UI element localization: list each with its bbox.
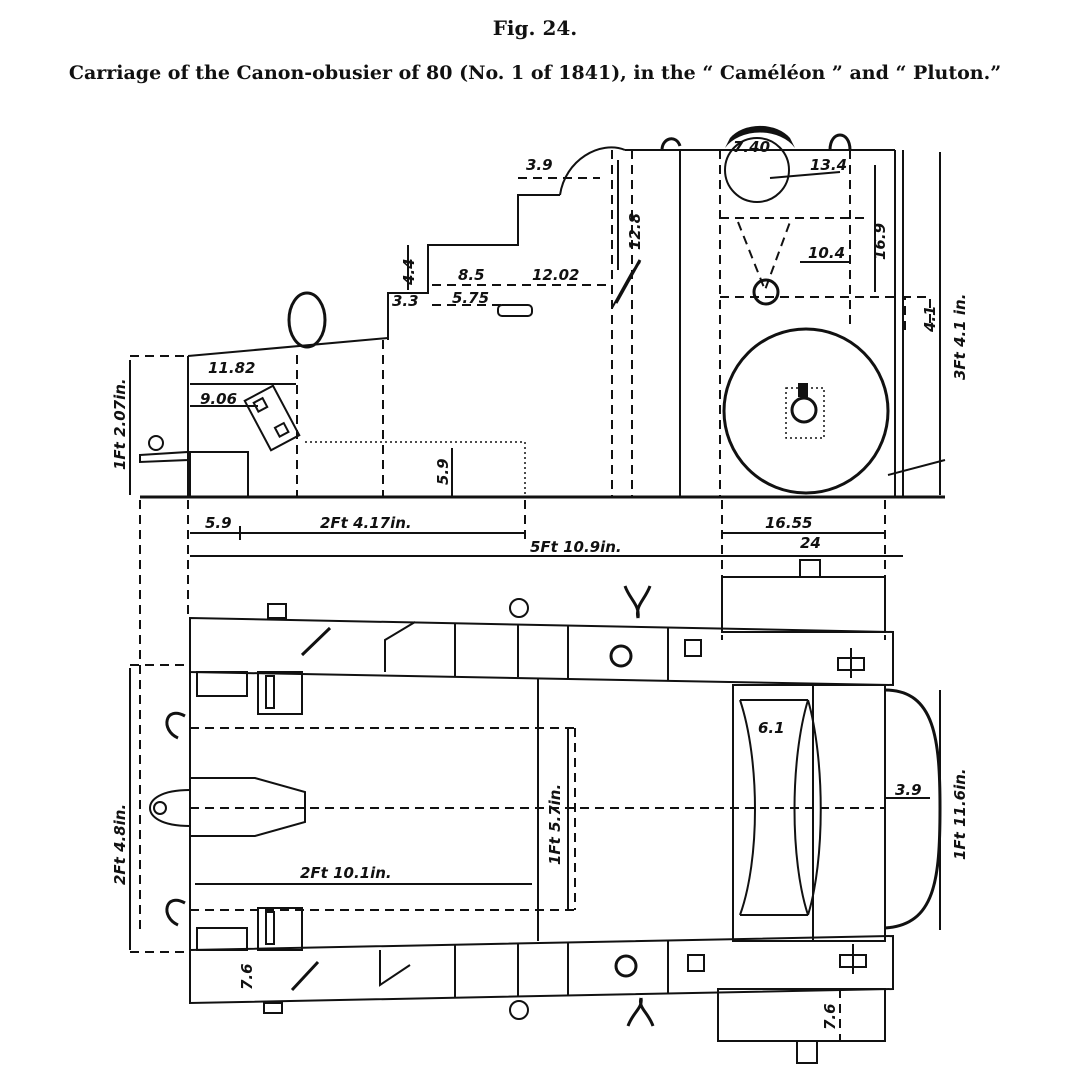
plan-dimension-lines <box>129 664 941 1040</box>
dim-12-02: 12.02 <box>532 266 579 284</box>
dim-1ft11-6: 1Ft 11.6in. <box>951 768 969 860</box>
side-top-circle <box>724 137 790 203</box>
dim-12-8: 12.8 <box>626 213 644 250</box>
plan-bottom-bolt <box>614 954 638 978</box>
side-rear-block <box>189 451 249 498</box>
dim-13-4: 13.4 <box>810 156 847 174</box>
dim-5-9: 5.9 <box>205 514 232 532</box>
dim-5-75: 5.75 <box>452 289 489 307</box>
plan-rear-block-top <box>196 671 248 697</box>
plan-trail-plate <box>189 777 306 837</box>
dim-24: 24 <box>800 534 821 552</box>
side-hub-box <box>785 387 825 439</box>
dim-3ft-11in: 3Ft 4.1 in. <box>951 294 969 380</box>
plan-rear-bracket-top-slot <box>265 675 275 709</box>
side-inclined-plate <box>243 384 301 452</box>
plan-bottom-square <box>687 954 705 972</box>
dimension-labels: 7.40 3.9 13.4 10.4 8.5 12.02 5.75 3.3 11… <box>111 138 969 1030</box>
plan-curve-2 <box>793 699 809 916</box>
plan-bottom-box <box>717 988 886 1042</box>
plan-top-cheek-bevel <box>384 621 416 672</box>
dim-16-55: 16.55 <box>765 514 812 532</box>
plan-top-slot <box>300 626 332 657</box>
plan-bottom-stud <box>263 1002 283 1014</box>
plan-top-ring <box>509 598 529 618</box>
side-cap <box>725 125 795 148</box>
dim-5ft10-9: 5Ft 10.9in. <box>530 538 622 556</box>
side-plate-square-2 <box>273 421 290 438</box>
dim-2ft10-1: 2Ft 10.1in. <box>300 864 392 882</box>
dim-3-3: 3.3 <box>392 292 419 310</box>
plan-rear-bracket-bottom-slot <box>265 911 275 945</box>
side-plate-square-1 <box>252 396 269 413</box>
plan-top-hook <box>623 585 652 619</box>
plan-hook-bottom <box>165 898 186 927</box>
dim-2ft4-17: 2Ft 4.17in. <box>320 514 412 532</box>
side-small-axle <box>752 278 780 306</box>
side-wheel <box>722 327 890 495</box>
dim-6-1: 6.1 <box>758 719 785 737</box>
plan-bottom-ring <box>509 1000 529 1020</box>
plan-front-apron <box>884 688 942 930</box>
plan-bottom-cheek-bevel <box>379 950 411 987</box>
dim-16-9: 16.9 <box>871 223 889 260</box>
side-hub-key <box>798 383 808 397</box>
plan-trail-eye-hole <box>153 801 167 815</box>
side-rear-bolt <box>148 435 164 451</box>
figure-title: Carriage of the Canon-obusier of 80 (No.… <box>68 62 1002 84</box>
side-steps <box>387 194 560 340</box>
plan-bottom-slot <box>290 960 320 992</box>
dim-10-4: 10.4 <box>808 244 845 262</box>
plan-top-box <box>721 576 886 633</box>
side-cap-hook-right <box>828 133 852 151</box>
dim-1ft2-07: 1Ft 2.07in. <box>111 378 129 470</box>
side-dimension-lines <box>129 152 941 497</box>
plan-top-cheek <box>189 616 894 687</box>
plan-view <box>148 559 942 1064</box>
plan-top-stud <box>267 603 287 619</box>
side-top-slope <box>187 337 389 357</box>
dim-11-82: 11.82 <box>208 359 255 377</box>
plan-top-bolt <box>609 644 633 668</box>
plan-top-square <box>684 639 702 657</box>
side-step-curve <box>559 146 626 196</box>
plan-bottom-cheek <box>189 934 894 1005</box>
dim-9-06: 9.06 <box>200 390 237 408</box>
plan-top-dimensions <box>139 500 903 930</box>
plan-hook-top <box>165 711 186 740</box>
plan-bottom-box-tab <box>796 1040 818 1064</box>
side-rear-plate <box>139 450 189 464</box>
side-elevation <box>139 125 946 499</box>
plan-trail-eye <box>148 789 191 827</box>
side-cap-hook-left <box>660 137 682 151</box>
side-hub <box>790 396 818 424</box>
dim-5-9-small: 5.9 <box>434 458 452 485</box>
dim-8-5: 8.5 <box>458 266 485 284</box>
plan-curve-1 <box>739 699 756 916</box>
side-small-fitting <box>497 304 533 317</box>
plan-rear-bracket-bottom <box>257 907 303 951</box>
side-bracket <box>904 296 931 330</box>
plan-curve-3 <box>807 699 822 916</box>
plan-rear-bracket-top <box>257 671 303 715</box>
side-wedge <box>737 221 791 293</box>
plan-rear-block-bottom <box>196 927 248 951</box>
dim-3-9-top: 3.9 <box>526 156 553 174</box>
dim-7-40: 7.40 <box>733 138 770 156</box>
figure-label: Fig. 24. <box>492 16 578 40</box>
dim-4-4: 4.4 <box>400 258 418 286</box>
side-ring <box>287 291 327 349</box>
plan-bottom-hook <box>626 997 655 1027</box>
dimline-13-4 <box>769 171 841 179</box>
dim-2ft4-8: 2Ft 4.8in. <box>111 804 129 885</box>
dim-7-6-left: 7.6 <box>238 963 256 990</box>
dim-3-9-right: 3.9 <box>895 781 922 799</box>
dim-7-6-right: 7.6 <box>821 1003 839 1030</box>
plan-top-box-tab <box>799 559 821 578</box>
side-brace <box>887 459 946 476</box>
dim-1ft5-7: 1Ft 5.7in. <box>546 784 564 865</box>
dim-4-1: 4.1 <box>921 305 939 333</box>
